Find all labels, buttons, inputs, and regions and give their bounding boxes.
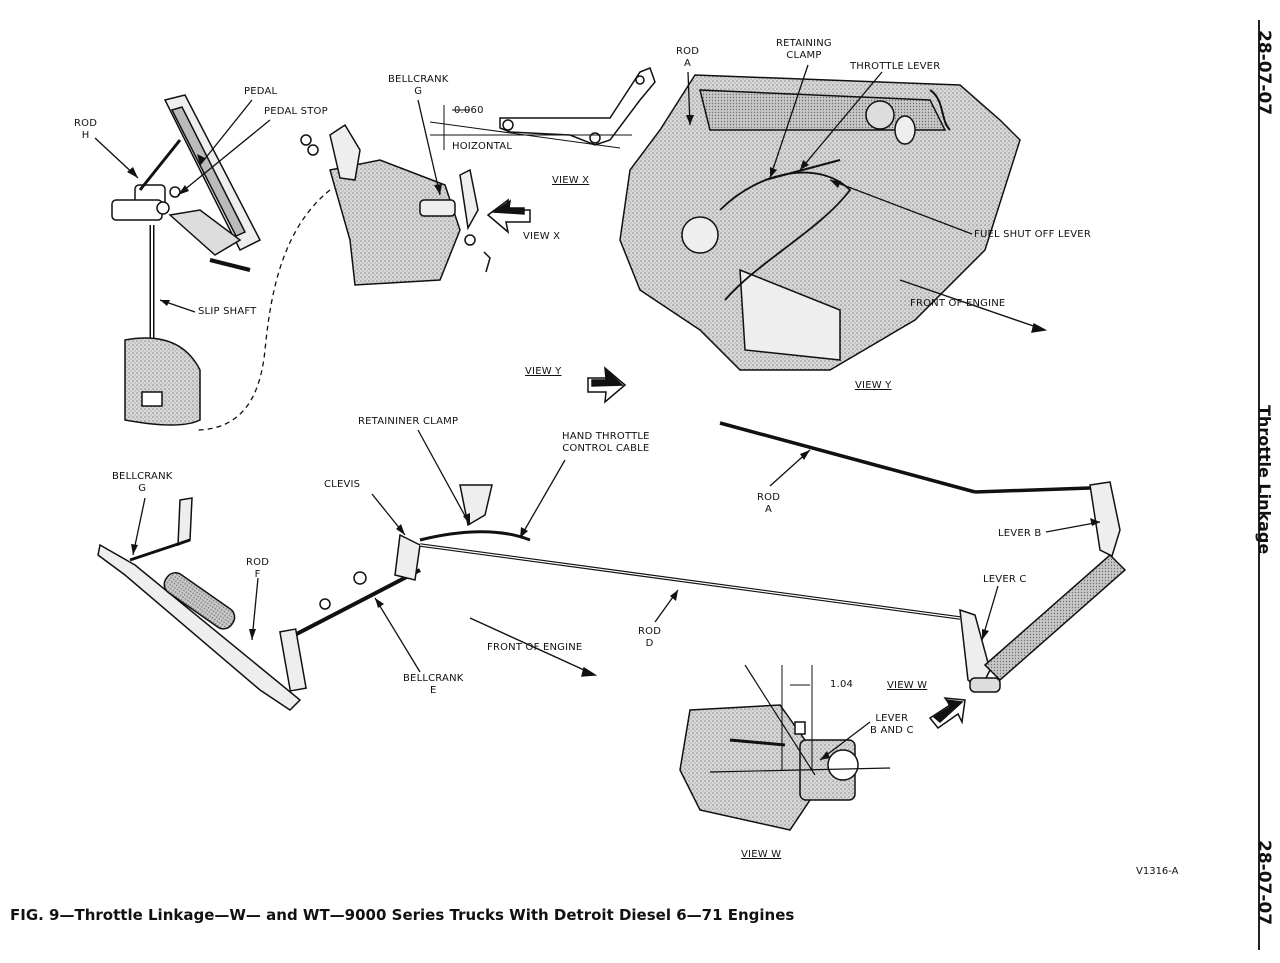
view-direction-arrows [486,198,966,730]
label-rod-h: ROD H [74,118,98,141]
view-x-detail [429,67,656,150]
view-w-detail [679,664,891,831]
label-view-x-1: VIEW X [552,175,590,186]
page-number-top: 28-07-07 [1254,30,1274,116]
front-of-engine-arrows [469,279,1048,677]
label-view-y-2: VIEW Y [855,380,892,391]
label-view-y-1: VIEW Y [525,366,562,377]
label-retaininer-clamp: RETAININER CLAMP [358,416,459,427]
label-pedal: PEDAL [244,86,278,97]
label-slip-shaft: SLIP SHAFT [198,306,257,317]
label-lever-b: LEVER B [998,528,1042,539]
label-dim-0060: 0.060 [454,105,484,116]
label-rod-a-bottom: ROD A [757,492,781,515]
sidebar-title: Throttle Linkage [1255,405,1274,555]
label-view-w-2: VIEW W [741,849,782,860]
label-clevis: CLEVIS [324,479,361,490]
label-bellcrank-g-top: BELLCRANK G [388,74,449,97]
leader-arrowheads [127,115,1100,760]
label-rod-a-top: ROD A [676,46,700,69]
sidebar-rule [1258,20,1260,950]
label-dim-104: 1.04 [830,679,854,690]
label-rod-d: ROD D [638,626,662,649]
bellcrank-g-bracket [300,123,491,286]
figure-code: V1316-A [1136,866,1179,877]
label-fuel-shut-off-lever: FUEL SHUT OFF LEVER [974,229,1091,240]
label-bellcrank-g-bottom: BELLCRANK G [112,471,173,494]
label-hoizontal: HOIZONTAL [452,141,513,152]
label-hand-throttle-cable: HAND THROTTLE CONTROL CABLE [562,431,650,454]
label-front-of-engine-bottom: FRONT OF ENGINE [487,642,583,653]
label-retaining-clamp: RETAINING CLAMP [776,38,832,61]
label-lever-b-and-c: LEVER B AND C [870,713,914,736]
label-rod-f: ROD F [246,557,270,580]
figure-caption: FIG. 9—Throttle Linkage—W— and WT—9000 S… [10,906,795,924]
label-throttle-lever: THROTTLE LEVER [850,61,941,72]
page-number-bottom: 28-07-07 [1254,840,1274,926]
label-view-w-1: VIEW W [887,680,928,691]
label-lever-c: LEVER C [983,574,1027,585]
pedal-assembly [111,94,262,426]
label-front-of-engine-top: FRONT OF ENGINE [910,298,1006,309]
label-pedal-stop: PEDAL STOP [264,106,328,117]
label-bellcrank-e: BELLCRANK E [403,673,464,696]
engine-block [619,74,1021,371]
label-view-x-2: VIEW X [523,231,561,242]
leader-lines [94,64,1101,761]
lower-linkage [97,421,1127,711]
